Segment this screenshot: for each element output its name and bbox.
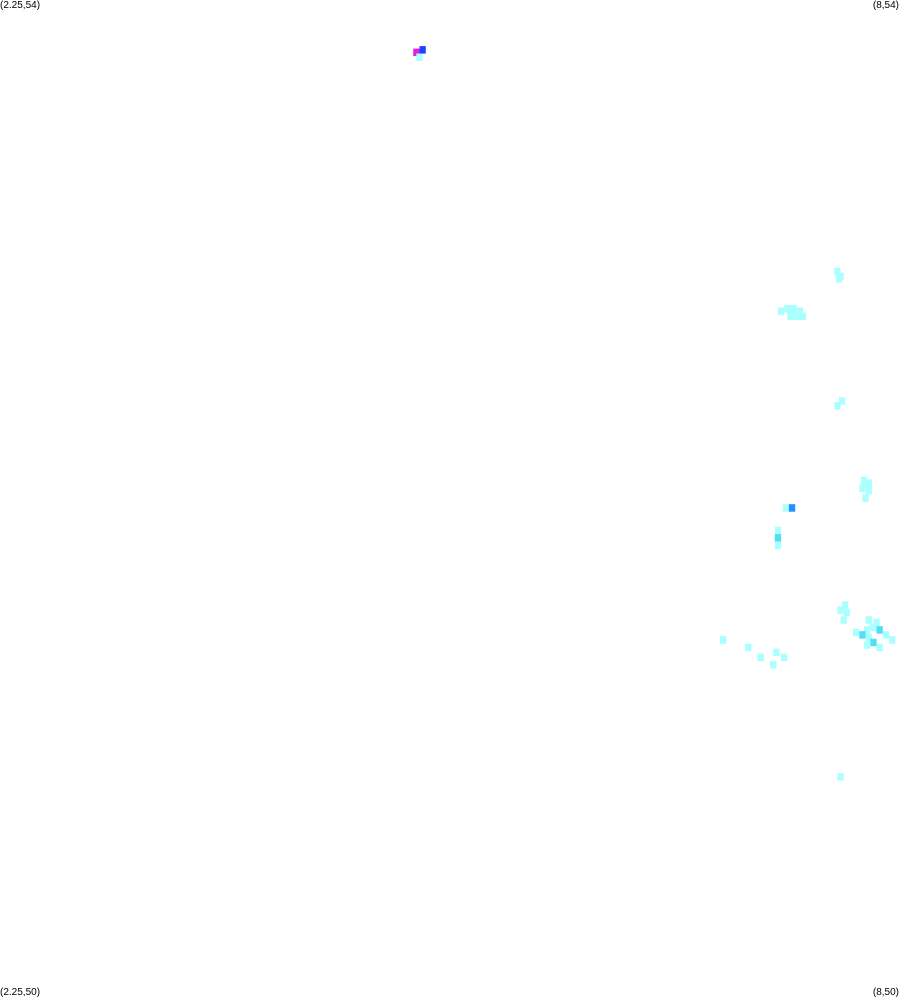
- grid-cell-low: [865, 616, 872, 624]
- grid-cell-low: [774, 526, 782, 535]
- grid-cell-low: [842, 601, 849, 609]
- grid-cell-low: [781, 653, 788, 662]
- grid-cell-low: [745, 643, 752, 652]
- grid-cell-low: [837, 606, 844, 614]
- grid-cell-low: [799, 312, 807, 320]
- grid-cell-medium: [876, 626, 883, 634]
- grid-cell-low: [720, 636, 727, 644]
- grid-cell-extreme: [413, 48, 420, 57]
- grid-cell-medium: [774, 534, 782, 542]
- grid-cell-low: [834, 402, 841, 410]
- grid-cell-low: [876, 643, 883, 652]
- grid-cell-low: [774, 541, 782, 550]
- grid-cell-very_high: [419, 46, 426, 54]
- grid-cell-low: [793, 312, 800, 320]
- grid-cell-medium: [870, 638, 877, 647]
- grid-cell-low: [864, 641, 871, 649]
- grid-cell-low: [790, 305, 797, 313]
- grid-cell-low: [843, 608, 850, 617]
- grid-cell-low: [784, 305, 791, 313]
- grid-cell-low: [865, 486, 872, 495]
- grid-cell-medium: [859, 631, 866, 639]
- grid-cell-low: [873, 618, 880, 627]
- grid-cell-low: [862, 494, 869, 502]
- grid-cell-low: [870, 623, 877, 632]
- grid-cell-low: [882, 631, 890, 639]
- grid-cell-low: [840, 616, 847, 624]
- grid-cell-low: [773, 648, 780, 657]
- grid-cell-low: [859, 484, 866, 492]
- grid-cell-low: [835, 275, 843, 283]
- grid-cell-low: [889, 636, 896, 644]
- grid-cell-low: [834, 267, 841, 276]
- grid-cell-high: [788, 504, 796, 512]
- grid-cell-low: [770, 661, 777, 669]
- grid-cell-low: [416, 53, 423, 61]
- grid-cell-low: [777, 307, 785, 315]
- grid-cell-low: [757, 653, 764, 662]
- grid-cell-low: [787, 312, 794, 320]
- grid-cell-low: [837, 773, 844, 781]
- grid-cell-low: [853, 628, 860, 637]
- grid-cell-low: [839, 397, 846, 405]
- grid-cell-low: [860, 476, 868, 485]
- grid-cell-low: [782, 504, 789, 512]
- grid-cell-low: [865, 633, 872, 642]
- grid-cell-low: [864, 626, 871, 634]
- grid-cell-low: [796, 307, 803, 315]
- grid-cell-low: [865, 479, 872, 487]
